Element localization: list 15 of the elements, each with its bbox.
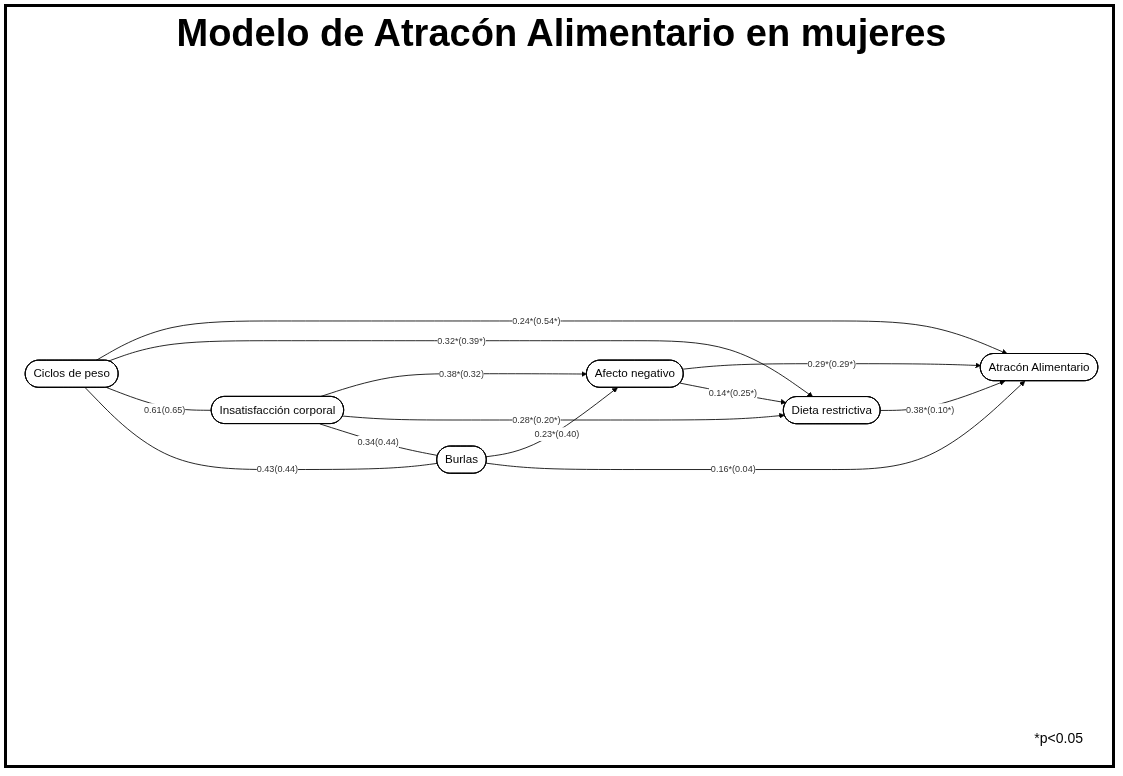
edge-label: 0.28*(0.20*): [512, 414, 561, 425]
note: *p<0.05: [1034, 730, 1083, 746]
edge-label: 0.16*(0.04): [710, 463, 756, 475]
edge-label: 0.24*(0.54*): [512, 315, 561, 326]
edge-label: 0.61(0.65): [144, 404, 186, 415]
edge-label: 0.14*(0.25*): [708, 387, 758, 399]
edge-label: 0.43(0.44): [256, 463, 299, 475]
title: Modelo de Atracón Alimentario en mujeres: [175, 12, 948, 55]
connector: [319, 423, 439, 456]
edge-label: 0.32*(0.39*): [437, 334, 486, 346]
edge-label: 0.38*(0.10*): [906, 404, 955, 415]
edge-label: 0.38*(0.32): [439, 367, 484, 379]
edge-label: 0.34(0.44): [357, 436, 399, 448]
edge-label: 0.23*(0.40): [534, 428, 580, 439]
edge-label: 0.29*(0.29*): [807, 357, 856, 369]
